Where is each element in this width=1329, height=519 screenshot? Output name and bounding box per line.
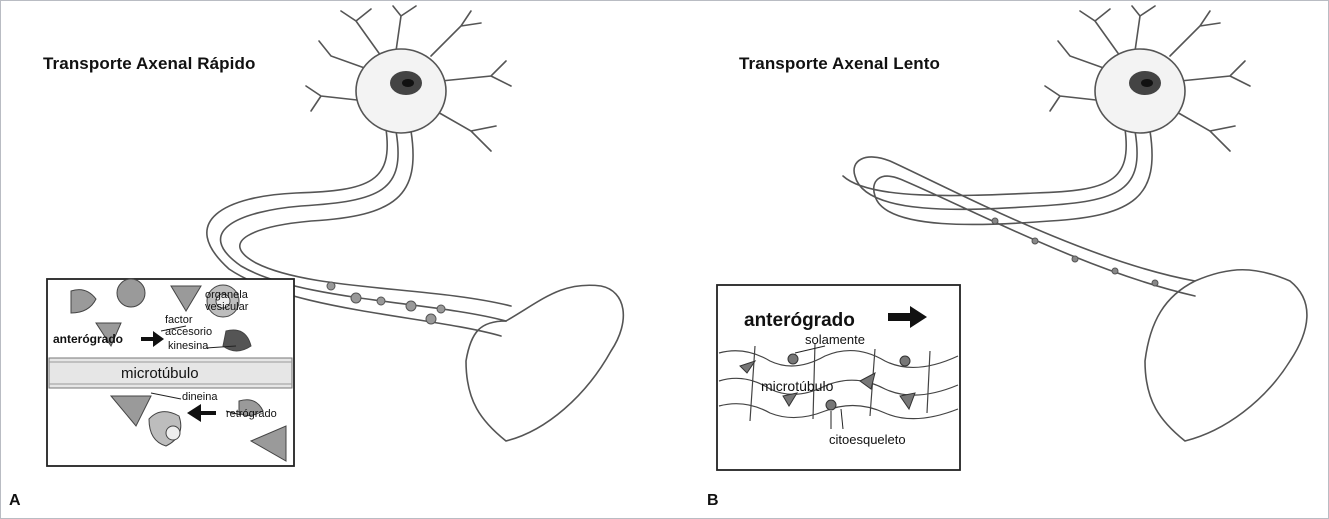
panel-a: organela vesicular factor accesorio kine… bbox=[1, 1, 665, 518]
panel-letter-a: A bbox=[9, 492, 21, 510]
neuron-illustration-b: anterógrado solamente microtúbulo citoes… bbox=[665, 1, 1328, 518]
retrogrado-label: retrógrado bbox=[226, 408, 277, 420]
anterogrado-label-b: anterógrado bbox=[744, 310, 855, 331]
inset-box-b: anterógrado solamente microtúbulo citoes… bbox=[717, 285, 960, 470]
inset-box-a: organela vesicular factor accesorio kine… bbox=[47, 279, 294, 466]
factor-label: factor bbox=[165, 314, 193, 326]
panel-b: anterógrado solamente microtúbulo citoes… bbox=[665, 1, 1328, 518]
accesorio-label: accesorio bbox=[165, 326, 212, 338]
neuron-illustration-a: organela vesicular factor accesorio kine… bbox=[1, 1, 665, 518]
solamente-label: solamente bbox=[805, 332, 865, 347]
title-panel-b: Transporte Axenal Lento bbox=[739, 54, 940, 74]
microtubulo-label-a: microtúbulo bbox=[121, 365, 199, 382]
kinesina-label: kinesina bbox=[168, 340, 209, 352]
organela-label: organela bbox=[205, 289, 249, 301]
vesicular-label: vesicular bbox=[205, 301, 249, 313]
microtubulo-label-b: microtúbulo bbox=[761, 378, 834, 394]
anterogrado-label-a: anterógrado bbox=[53, 332, 123, 346]
title-panel-a: Transporte Axenal Rápido bbox=[43, 54, 255, 74]
dineina-label: dineina bbox=[182, 391, 218, 403]
citoesqueleto-label: citoesqueleto bbox=[829, 432, 906, 447]
panel-letter-b: B bbox=[707, 492, 719, 510]
